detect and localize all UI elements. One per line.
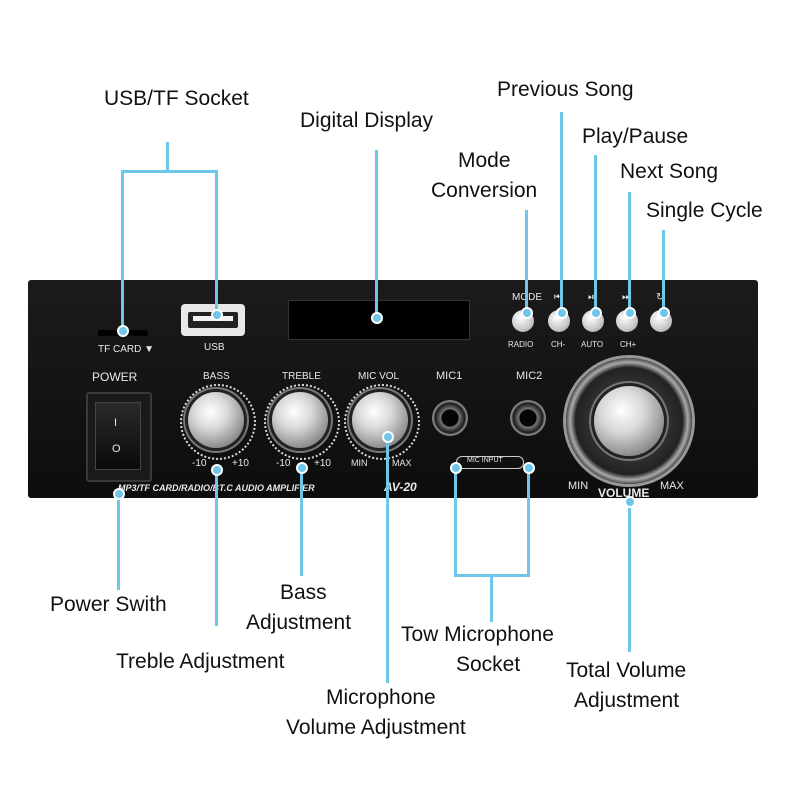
mic1-label: MIC1: [436, 370, 463, 382]
ch-minus-label: CH-: [551, 340, 566, 349]
callout-next-song: Next Song: [620, 160, 719, 183]
volume-leader-dot: [624, 496, 636, 508]
display-leader: [375, 150, 378, 315]
radio-label: RADIO: [508, 340, 534, 349]
mic-vol-label: MIC VOL: [358, 371, 400, 382]
mic-min-label: MIN: [351, 458, 368, 468]
power-label: POWER: [92, 370, 138, 384]
mic1-leader: [454, 466, 457, 576]
callout-treble-adjustment: Treble Adjustment: [116, 650, 285, 673]
bass-label: BASS: [203, 371, 230, 382]
bass-leader-dot: [296, 462, 308, 474]
tf-card-label: TF CARD ▼: [98, 344, 155, 355]
mic-volume-knob[interactable]: [352, 392, 408, 448]
callout-mic-volume-2: Volume Adjustment: [286, 716, 466, 739]
callout-digital-display: Digital Display: [300, 109, 434, 132]
callout-bass-adjustment-1: Bass: [280, 581, 327, 604]
ch-plus-label: CH+: [620, 340, 637, 349]
mic-input-label: MIC INPUT: [467, 457, 503, 464]
treble-knob[interactable]: [272, 392, 328, 448]
switch-on-mark: I: [114, 417, 118, 429]
next-leader: [628, 192, 631, 310]
play-pause-icon: ⏯: [588, 292, 596, 303]
switch-off-mark: O: [112, 443, 121, 455]
repeat-icon: ↻: [656, 292, 665, 303]
previous-leader: [560, 112, 563, 310]
usb-tf-leader-left: [121, 170, 124, 328]
treble-scale: [264, 384, 340, 460]
vol-min-label: MIN: [568, 480, 589, 492]
mic2-jack[interactable]: [510, 400, 546, 436]
treble-max-label: +10: [314, 458, 331, 469]
single-cycle-leader-dot: [658, 307, 670, 319]
treble-min-label: -10: [276, 458, 291, 469]
mic-vol-leader: [386, 435, 389, 683]
next-icon: ⏭: [622, 292, 631, 303]
next-leader-dot: [624, 307, 636, 319]
treble-label: TREBLE: [282, 371, 321, 382]
auto-label: AUTO: [581, 340, 604, 349]
usb-label: USB: [204, 342, 225, 353]
callout-two-mic-socket-1: Tow Microphone: [401, 623, 554, 646]
mic-vol-leader-dot: [382, 431, 394, 443]
mic-input-badge: MIC INPUT: [456, 456, 524, 469]
usb-tf-leader-dot-right: [211, 309, 223, 321]
mic2-label: MIC2: [516, 370, 543, 382]
callout-power-switch: Power Swith: [50, 593, 167, 616]
power-leader: [117, 492, 120, 590]
callout-mode-conversion-2: Conversion: [431, 179, 538, 202]
callout-usb-tf-socket: USB/TF Socket: [104, 87, 249, 110]
treble-leader-dot: [211, 464, 223, 476]
bass-leader: [300, 466, 303, 576]
bass-min-label: -10: [192, 458, 207, 469]
power-switch-bezel: I O: [86, 392, 152, 482]
volume-label: VOLUME: [598, 486, 650, 500]
usb-tf-leader-dot-left: [117, 325, 129, 337]
previous-icon: ⏮: [554, 292, 563, 303]
usb-tf-leader-right: [215, 170, 218, 312]
mic2-leader-dot: [523, 462, 535, 474]
mode-leader-dot: [521, 307, 533, 319]
play-pause-leader-dot: [590, 307, 602, 319]
single-cycle-leader: [662, 230, 665, 310]
mic1-jack[interactable]: [432, 400, 468, 436]
play-pause-leader: [594, 155, 597, 310]
vol-max-label: MAX: [660, 480, 684, 492]
callout-total-volume-2: Adjustment: [574, 689, 680, 712]
mic-max-label: MAX: [392, 458, 412, 468]
model-name: AV-20: [384, 480, 417, 494]
callout-single-cycle: Single Cycle: [646, 199, 763, 222]
mic-vol-scale: [344, 384, 420, 460]
power-switch[interactable]: I O: [95, 402, 141, 470]
bass-scale: [180, 384, 256, 460]
power-leader-dot: [113, 488, 125, 500]
display-leader-dot: [371, 312, 383, 324]
mode-leader: [525, 210, 528, 310]
callout-bass-adjustment-2: Adjustment: [246, 611, 352, 634]
mic-leader-stem: [490, 574, 493, 622]
treble-leader: [215, 468, 218, 626]
previous-leader-dot: [556, 307, 568, 319]
callout-total-volume-1: Total Volume: [566, 659, 687, 682]
mic1-leader-dot: [450, 462, 462, 474]
mic2-leader: [527, 466, 530, 576]
callout-mic-volume-1: Microphone: [326, 686, 436, 709]
callout-play-pause: Play/Pause: [582, 125, 689, 148]
bass-max-label: +10: [232, 458, 249, 469]
bass-knob[interactable]: [188, 392, 244, 448]
usb-tf-leader-stem: [166, 142, 169, 172]
callout-mode-conversion-1: Mode: [458, 149, 511, 172]
volume-leader: [628, 500, 631, 652]
callout-previous-song: Previous Song: [497, 78, 634, 101]
callout-two-mic-socket-2: Socket: [456, 653, 521, 676]
amplifier-front-panel: TF CARD ▼ USB MODE ⏮ ⏯ ⏭ ↻ RADIO CH- AUT…: [28, 280, 758, 500]
master-volume-knob[interactable]: [594, 386, 664, 456]
usb-tf-leader-bar: [121, 170, 217, 173]
